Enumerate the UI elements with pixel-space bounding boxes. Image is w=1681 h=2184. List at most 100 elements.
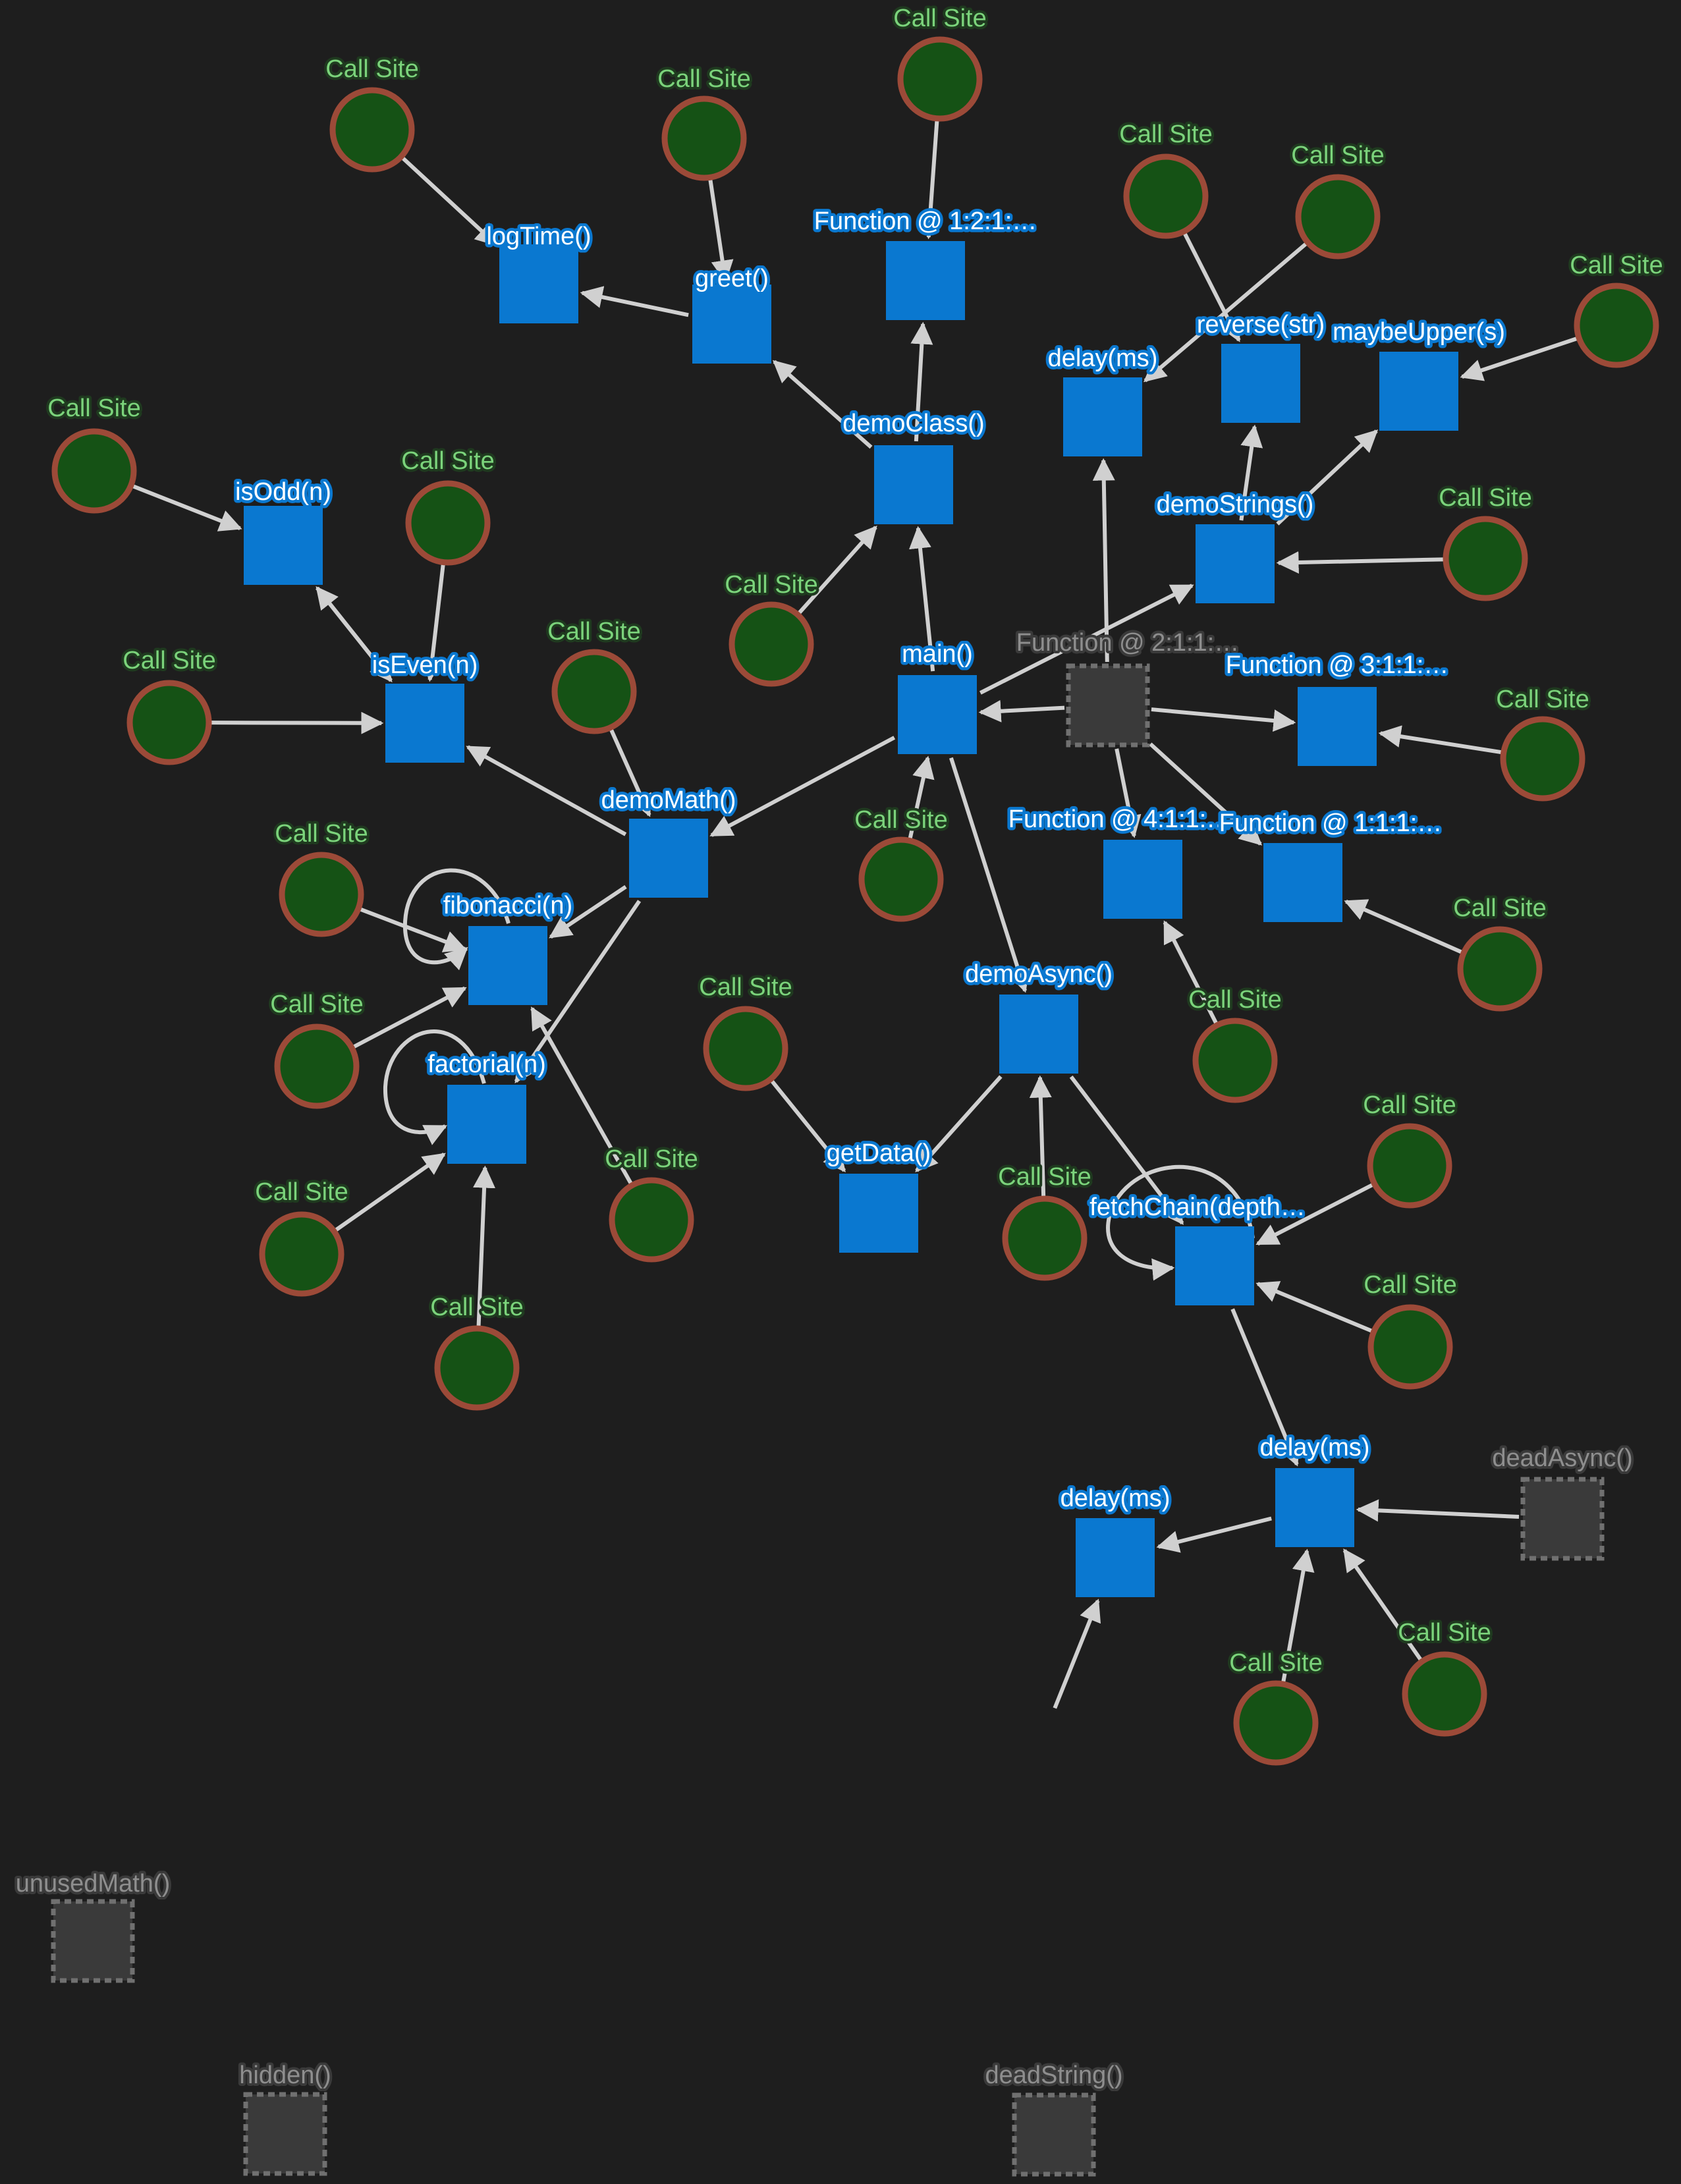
function-node-fn111[interactable] bbox=[1263, 843, 1342, 922]
call-edge-cs8-to-demoStrings bbox=[1276, 551, 1444, 574]
call-edge-cs5-to-reverse bbox=[1183, 232, 1241, 342]
call-site-node[interactable] bbox=[1367, 1123, 1452, 1209]
function-node-fn311[interactable] bbox=[1298, 687, 1377, 766]
call-site-node[interactable] bbox=[1443, 516, 1528, 601]
dead-function-node-deadString[interactable] bbox=[1012, 2092, 1096, 2177]
self-call-edge-factorial bbox=[383, 1029, 486, 1145]
self-call-edge-fibonacci bbox=[402, 868, 510, 971]
function-node-logTime[interactable] bbox=[499, 244, 578, 323]
dead-function-node-deadAsync[interactable] bbox=[1520, 1477, 1605, 1561]
call-site-node[interactable] bbox=[729, 601, 814, 687]
function-node-isOdd[interactable] bbox=[244, 506, 323, 585]
node-label-getData: getData() bbox=[827, 1139, 931, 1167]
call-site-node[interactable] bbox=[1233, 1680, 1319, 1766]
call-edge-fetchChain-to-delayB bbox=[1230, 1308, 1300, 1467]
call-site-node[interactable] bbox=[51, 428, 137, 514]
call-site-label: Call Site bbox=[1496, 686, 1589, 713]
dead-function-node-unusedMath[interactable] bbox=[51, 1899, 135, 1983]
function-node-fibonacci[interactable] bbox=[468, 926, 547, 1005]
call-site-node[interactable] bbox=[1192, 1018, 1278, 1103]
call-site-node[interactable] bbox=[1002, 1195, 1088, 1281]
call-site-node[interactable] bbox=[1574, 283, 1659, 368]
call-edge-cs3-to-fn122 bbox=[918, 121, 941, 240]
call-site-node[interactable] bbox=[1295, 174, 1381, 259]
call-site-label: Call Site bbox=[401, 447, 495, 475]
call-edge-cs17-to-fn111 bbox=[1344, 899, 1462, 954]
function-node-reverse[interactable] bbox=[1221, 344, 1300, 423]
call-site-label: Call Site bbox=[547, 618, 641, 645]
node-label-delayB: delay(ms) bbox=[1260, 1434, 1370, 1461]
call-site-node[interactable] bbox=[329, 87, 415, 173]
call-site-node[interactable] bbox=[1402, 1651, 1487, 1737]
call-edge-cs14-to-main bbox=[908, 755, 935, 839]
function-node-main[interactable] bbox=[898, 675, 977, 754]
call-site-node[interactable] bbox=[1367, 1304, 1453, 1390]
call-site-label: Call Site bbox=[1364, 1271, 1457, 1299]
call-site-node[interactable] bbox=[259, 1211, 344, 1297]
call-site-label: Call Site bbox=[325, 55, 419, 83]
call-edge-demoMath-to-fibonacci bbox=[549, 885, 627, 939]
call-site-node[interactable] bbox=[897, 36, 983, 122]
call-edge-cs22-to-getData bbox=[770, 1079, 846, 1172]
function-node-fn122[interactable] bbox=[886, 241, 965, 320]
call-site-label: Call Site bbox=[1119, 121, 1213, 148]
call-edge-cs19-to-fibonacci bbox=[530, 1006, 633, 1184]
call-edge-deadAsync-to-delayB bbox=[1356, 1499, 1520, 1522]
call-edge-demoAsync-to-getData bbox=[915, 1075, 1003, 1173]
call-site-node[interactable] bbox=[1457, 926, 1543, 1012]
call-site-node[interactable] bbox=[279, 852, 364, 937]
node-label-demoMath: demoMath() bbox=[601, 786, 736, 814]
function-node-greet[interactable] bbox=[692, 285, 771, 364]
call-site-node[interactable] bbox=[434, 1325, 520, 1411]
function-node-delayA[interactable] bbox=[1063, 377, 1142, 456]
function-node-fn411[interactable] bbox=[1103, 840, 1182, 919]
node-label-fn411: Function @ 4:1:1:… bbox=[1008, 805, 1232, 833]
call-site-node[interactable] bbox=[274, 1024, 360, 1109]
call-site-node[interactable] bbox=[609, 1177, 694, 1263]
call-site-label: Call Site bbox=[1570, 252, 1663, 279]
call-edge-greet-to-logTime bbox=[580, 286, 689, 317]
call-site-node[interactable] bbox=[858, 836, 944, 922]
call-site-node[interactable] bbox=[551, 649, 637, 734]
dead-function-node-fn211[interactable] bbox=[1066, 663, 1150, 748]
call-edge-demoClass-to-greet bbox=[772, 360, 873, 449]
call-edge-demoClass-to-fn122 bbox=[910, 321, 933, 442]
function-node-demoMath[interactable] bbox=[629, 819, 708, 898]
function-node-demoClass[interactable] bbox=[874, 445, 953, 524]
dead-function-node-hidden[interactable] bbox=[243, 2092, 327, 2176]
node-label-main: main() bbox=[902, 640, 973, 668]
call-edge-cs24-to-fetchChain bbox=[1255, 1183, 1373, 1246]
call-site-label: Call Site bbox=[893, 5, 987, 32]
function-node-demoAsync[interactable] bbox=[999, 995, 1078, 1074]
call-site-node[interactable] bbox=[1123, 153, 1209, 239]
nodes-layer bbox=[51, 36, 1659, 2177]
function-node-maybeUpper[interactable] bbox=[1379, 352, 1458, 431]
call-edge-fn211-to-main bbox=[978, 699, 1065, 723]
function-node-isEven[interactable] bbox=[385, 684, 464, 763]
function-node-delayC[interactable] bbox=[1076, 1518, 1155, 1597]
call-edge-cs2-to-greet bbox=[708, 179, 734, 283]
call-site-node[interactable] bbox=[405, 480, 491, 566]
call-site-label: Call Site bbox=[699, 973, 792, 1001]
node-label-deadAsync: deadAsync() bbox=[1492, 1444, 1632, 1472]
function-node-demoStrings[interactable] bbox=[1196, 524, 1275, 603]
call-site-node[interactable] bbox=[661, 96, 747, 181]
function-node-factorial[interactable] bbox=[447, 1085, 526, 1164]
call-edge-cs18-to-fibonacci bbox=[353, 986, 467, 1049]
node-label-demoStrings: demoStrings() bbox=[1157, 491, 1314, 518]
function-node-delayB[interactable] bbox=[1275, 1468, 1354, 1547]
call-edge-main-to-demoClass bbox=[909, 526, 935, 672]
node-label-fibonacci: fibonacci(n) bbox=[443, 892, 572, 919]
call-site-node[interactable] bbox=[126, 680, 212, 765]
call-site-label: Call Site bbox=[430, 1294, 524, 1321]
call-edge-demoStrings-to-reverse bbox=[1239, 424, 1263, 521]
function-node-getData[interactable] bbox=[839, 1174, 918, 1253]
node-label-reverse: reverse(str) bbox=[1197, 311, 1325, 339]
call-site-node[interactable] bbox=[703, 1006, 788, 1091]
call-edge-demoAsync-to-fetchChain bbox=[1069, 1075, 1184, 1225]
call-edge-demoMath-to-factorial bbox=[514, 900, 642, 1083]
function-node-fetchChain[interactable] bbox=[1175, 1226, 1254, 1305]
call-edge-cs9-to-isOdd bbox=[132, 484, 242, 532]
call-site-node[interactable] bbox=[1500, 716, 1585, 802]
